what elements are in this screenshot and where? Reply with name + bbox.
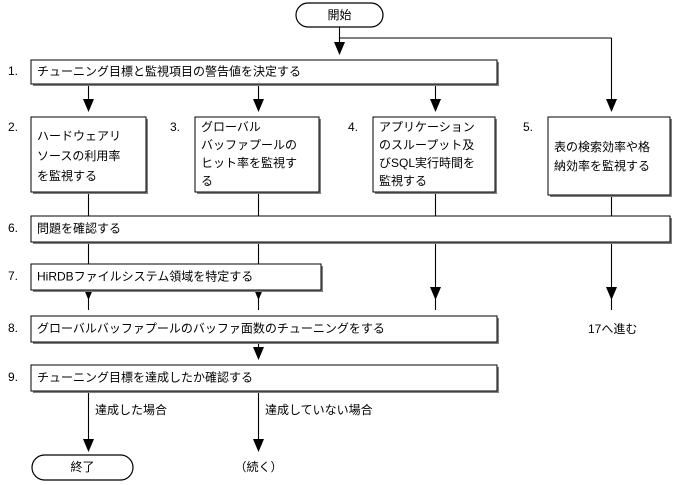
step5-line-2: 納効率を監視する — [554, 158, 650, 173]
arrow-to-step3 — [253, 99, 264, 112]
step2-box — [30, 116, 147, 193]
node-step-7[interactable]: 7. HiRDBファイルシステム領域を特定する — [8, 263, 323, 292]
node-step-5[interactable]: 5. 表の検索効率や格 納効率を監視する — [523, 116, 672, 197]
node-step-8[interactable]: 8. グローバルバッファプールのバッファ面数のチューニングをする — [8, 315, 499, 344]
terminal-end-shape — [31, 454, 134, 481]
step7-box — [30, 263, 322, 291]
step2-line-2: ソースの利用率 — [37, 148, 120, 163]
node-step-3[interactable]: 3. グローバル バッファプールの ヒット率を監視す る — [170, 116, 321, 194]
node-step-9[interactable]: 9. チューニング目標を達成したか確認する — [8, 364, 499, 393]
step6-box — [30, 215, 671, 243]
step4-line-2: のスループット及 — [379, 138, 474, 152]
step1-number: 1. — [8, 64, 18, 78]
arrow-to-step1 — [334, 42, 345, 55]
terminal-start-label: 開始 — [327, 8, 351, 22]
step4-line-4: 監視する — [379, 173, 427, 188]
step3-line-4: る — [201, 174, 213, 188]
step4-line-3: びSQL実行時間を — [379, 155, 475, 170]
arrow-to-step8-right — [430, 287, 441, 300]
terminal-end[interactable]: 終了 — [31, 454, 134, 481]
step6-line-1: 問題を確認する — [37, 221, 121, 236]
step3-line-1: グローバル — [201, 120, 261, 134]
step8-line-1: グローバルバッファプールのバッファ面数のチューニングをする — [37, 321, 385, 336]
step2-number: 2. — [8, 120, 18, 134]
arrow-to-step9 — [253, 347, 264, 360]
terminal-continue-label: （続く） — [234, 460, 282, 474]
step9-line-1: チューニング目標を達成したか確認する — [37, 370, 253, 385]
step9-box — [30, 364, 498, 392]
terminal-start-shape — [295, 2, 384, 28]
step5-box — [547, 116, 671, 196]
step4-line-1: アプリケーション — [379, 120, 475, 134]
branch-label-not-achieved: 達成していない場合 — [265, 402, 373, 417]
arrow-to-step5 — [606, 99, 617, 112]
arrow-to-step2 — [83, 99, 94, 112]
step3-number: 3. — [170, 120, 180, 134]
node-step-4[interactable]: 4. アプリケーション のスループット及 びSQL実行時間を 監視する — [348, 116, 497, 194]
step9-number: 9. — [8, 370, 18, 384]
step1-box — [30, 59, 498, 85]
step7-line-1: HiRDBファイルシステム領域を特定する — [37, 269, 253, 284]
terminal-start[interactable]: 開始 — [295, 2, 384, 28]
node-step-2[interactable]: 2. ハードウェアリ ソースの利用率 を監視する — [8, 116, 148, 194]
goto-17-label: 17へ進む — [588, 322, 637, 336]
arrow-to-step4 — [430, 99, 441, 112]
step5-line-1: 表の検索効率や格 — [554, 139, 650, 154]
arrow-to-goto17 — [606, 287, 617, 300]
step8-number: 8. — [8, 321, 18, 335]
step2-line-3: を監視する — [37, 168, 97, 183]
step4-number: 4. — [348, 120, 358, 134]
step6-number: 6. — [8, 221, 18, 235]
arrow-to-continue — [253, 439, 264, 452]
terminal-end-label: 終了 — [70, 459, 94, 474]
step3-line-3: ヒット率を監視す — [201, 155, 297, 170]
branch-label-achieved: 達成した場合 — [95, 402, 167, 417]
step2-line-1: ハードウェアリ — [37, 129, 121, 143]
arrow-to-end — [83, 439, 94, 452]
node-step-1[interactable]: 1. チューニング目標と監視項目の警告値を決定する — [8, 59, 499, 86]
step3-line-2: バッファプールの — [201, 138, 297, 152]
step4-box — [372, 116, 496, 193]
step1-line-1: チューニング目標と監視項目の警告値を決定する — [37, 64, 301, 79]
step5-number: 5. — [523, 120, 533, 134]
step3-box — [194, 116, 320, 193]
step7-number: 7. — [8, 269, 18, 283]
node-step-6[interactable]: 6. 問題を確認する — [8, 215, 672, 244]
step8-box — [30, 315, 498, 343]
